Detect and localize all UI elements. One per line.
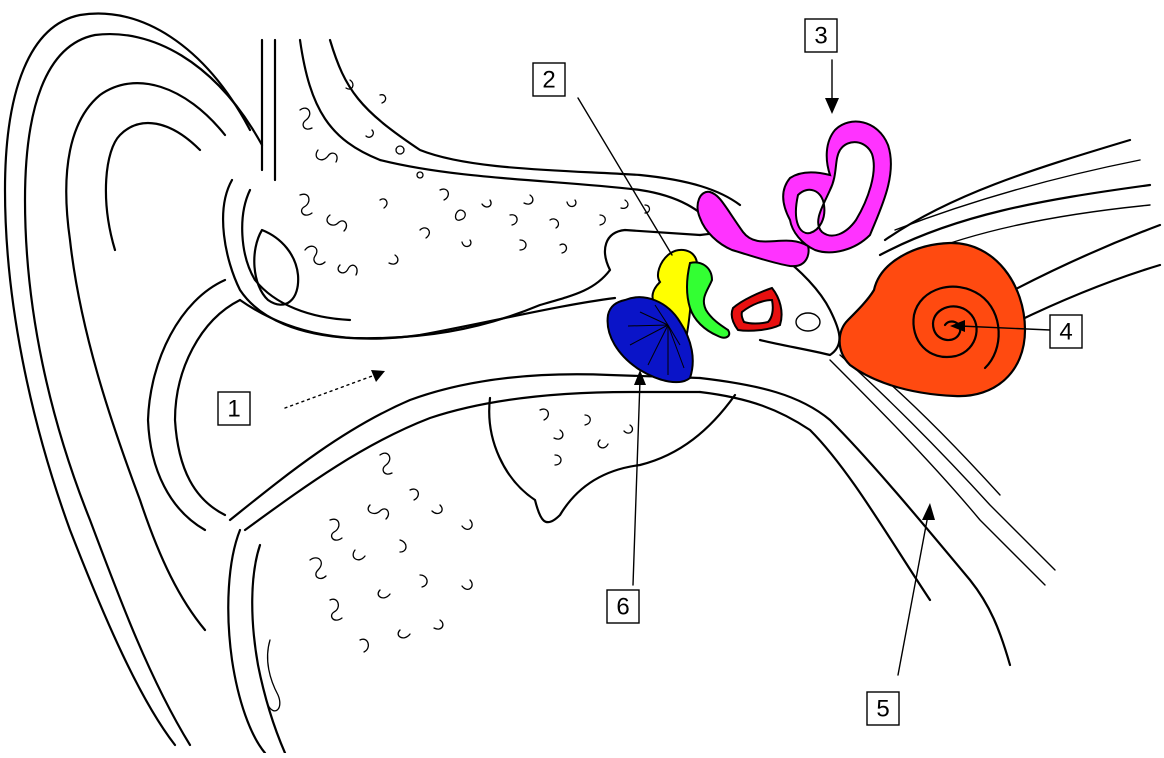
semicircular-canals	[698, 122, 891, 267]
label-1: 1	[218, 392, 250, 425]
arrow-5	[898, 515, 928, 675]
label-1-text: 1	[227, 396, 240, 423]
label-5: 5	[867, 692, 899, 725]
label-3: 3	[805, 19, 837, 52]
pinna	[5, 13, 285, 753]
label-6: 6	[607, 590, 639, 623]
label-5-text: 5	[876, 696, 889, 723]
arrow-1-dotted	[285, 375, 375, 408]
label-2: 2	[533, 63, 565, 96]
bone-texture	[300, 80, 650, 275]
temporal-bone-lower	[268, 395, 735, 711]
arrow-1-head	[371, 370, 385, 382]
label-6-text: 6	[616, 594, 629, 621]
label-4-text: 4	[1059, 319, 1072, 346]
arrow-3-head	[825, 98, 839, 114]
label-2-text: 2	[542, 67, 555, 94]
arrow-6	[633, 380, 640, 585]
eustachian-tube	[700, 350, 1055, 665]
stapes	[732, 288, 782, 331]
incus	[687, 262, 729, 337]
arrow-5-head	[922, 503, 935, 520]
label-4: 4	[1050, 315, 1082, 348]
cochlea-group	[840, 243, 1025, 396]
label-3-text: 3	[814, 23, 827, 50]
